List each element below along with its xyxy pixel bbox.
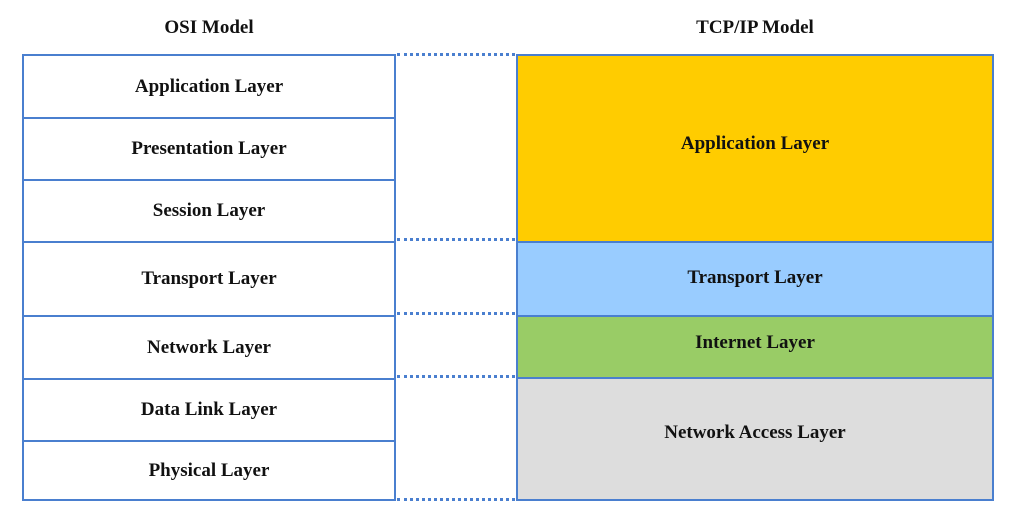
osi-model-column: Application Layer Presentation Layer Ses… <box>22 54 396 501</box>
osi-transport-layer: Transport Layer <box>24 241 394 315</box>
mapping-line-bottom <box>397 498 515 501</box>
tcpip-application-layer: Application Layer <box>518 56 992 241</box>
tcpip-model-column: Application Layer Transport Layer Intern… <box>516 54 994 501</box>
osi-physical-layer: Physical Layer <box>24 440 394 499</box>
mapping-line-internet-network-access <box>397 375 515 378</box>
osi-session-layer: Session Layer <box>24 179 394 241</box>
osi-network-layer: Network Layer <box>24 315 394 378</box>
mapping-line-application-transport <box>397 238 515 241</box>
tcpip-network-access-layer: Network Access Layer <box>518 377 992 499</box>
tcpip-model-title: TCP/IP Model <box>696 17 814 38</box>
osi-application-layer: Application Layer <box>134 75 284 97</box>
osi-model-title: OSI Model <box>164 17 254 38</box>
tcpip-transport-layer: Transport Layer <box>518 241 992 315</box>
mapping-line-transport-internet <box>397 312 515 315</box>
osi-presentation-layer: Presentation Layer <box>24 117 394 179</box>
mapping-line-top <box>397 53 515 56</box>
osi-data-link-layer: Data Link Layer <box>24 378 394 440</box>
tcpip-internet-layer: Internet Layer <box>518 315 992 377</box>
